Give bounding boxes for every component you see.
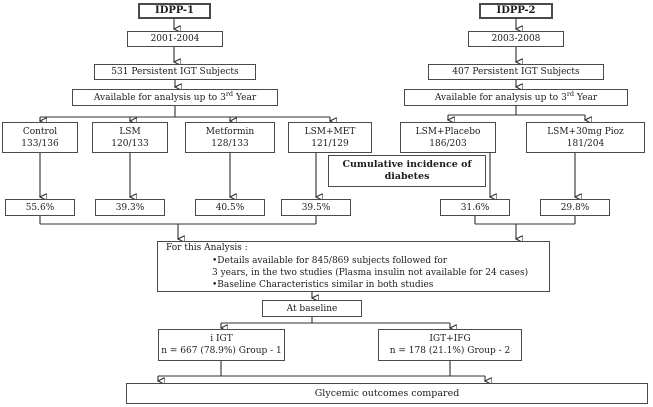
- arm-lsm-met-box: LSM+MET 121/129: [288, 122, 372, 153]
- arm-name: LSM+30mg Pioz: [547, 126, 624, 137]
- arm-metformin-box: Metformin 128/133: [185, 122, 275, 153]
- pct-metformin-box: 40.5%: [195, 199, 265, 216]
- group1-count: n = 667 (78.9%) Group - 1: [161, 346, 282, 356]
- analysis-title: For this Analysis :: [166, 243, 248, 254]
- idpp2-subjects-box: 407 Persistent IGT Subjects: [428, 64, 604, 80]
- group2-label: IGT+IFG: [429, 334, 471, 344]
- at-baseline-box: At baseline: [262, 300, 362, 317]
- arm-lsm-pioz-box: LSM+30mg Pioz 181/204: [526, 122, 645, 153]
- idpp1-subjects-box: 531 Persistent IGT Subjects: [94, 64, 256, 80]
- arm-lsm-box: LSM 120/133: [92, 122, 168, 153]
- idpp2-available-label: Available for analysis up to 3rd Year: [434, 89, 598, 103]
- idpp2-available-box: Available for analysis up to 3rd Year: [404, 89, 628, 106]
- arm-ratio: 186/203: [429, 138, 467, 149]
- group2-box: IGT+IFG n = 178 (21.1%) Group - 2: [378, 329, 522, 361]
- arm-ratio: 121/129: [311, 138, 349, 149]
- idpp1-available-label: Available for analysis up to 3rd Year: [93, 89, 257, 103]
- group2-count: n = 178 (21.1%) Group - 2: [389, 346, 511, 356]
- arm-lsm-placebo-box: LSM+Placebo 186/203: [400, 122, 496, 153]
- pct-lsm-box: 39.3%: [95, 199, 165, 216]
- analysis-line2: 3 years, in the two studies (Plasma insu…: [212, 268, 529, 278]
- analysis-bullet2: •Baseline Characteristics similar in bot…: [212, 280, 434, 291]
- analysis-bullet1: •Details available for 845/869 subjects …: [212, 255, 448, 266]
- cumulative-line2: diabetes: [384, 171, 430, 182]
- arm-name: LSM+Placebo: [415, 126, 481, 137]
- idpp1-years-box: 2001-2004: [127, 31, 223, 47]
- analysis-summary-box: For this Analysis : •Details available f…: [157, 241, 550, 292]
- outcome-box: Glycemic outcomes compared: [126, 383, 648, 404]
- idpp2-years-box: 2003-2008: [468, 31, 564, 47]
- arm-name: LSM+MET: [304, 126, 356, 137]
- group1-label: i IGT: [210, 334, 233, 344]
- arm-name: Metformin: [205, 126, 255, 137]
- arm-ratio: 120/133: [111, 138, 149, 149]
- pct-lsm-placebo-box: 31.6%: [440, 199, 510, 216]
- idpp1-available-box: Available for analysis up to 3rd Year: [72, 89, 278, 106]
- arm-ratio: 133/136: [21, 138, 59, 149]
- cumulative-incidence-box: Cumulative incidence of diabetes: [328, 155, 486, 187]
- pct-control-box: 55.6%: [5, 199, 75, 216]
- arm-ratio: 128/133: [211, 138, 249, 149]
- arm-control-box: Control 133/136: [2, 122, 78, 153]
- group1-box: i IGT n = 667 (78.9%) Group - 1: [158, 329, 285, 361]
- arm-ratio: 181/204: [566, 138, 605, 149]
- arm-name: Control: [22, 126, 58, 137]
- pct-lsm-pioz-box: 29.8%: [540, 199, 610, 216]
- arm-name: LSM: [119, 126, 141, 137]
- idpp2-title-box: IDPP-2: [479, 3, 553, 19]
- idpp1-title-box: IDPP-1: [138, 3, 211, 19]
- cumulative-line1: Cumulative incidence of: [342, 159, 472, 170]
- pct-lsm-met-box: 39.5%: [281, 199, 351, 216]
